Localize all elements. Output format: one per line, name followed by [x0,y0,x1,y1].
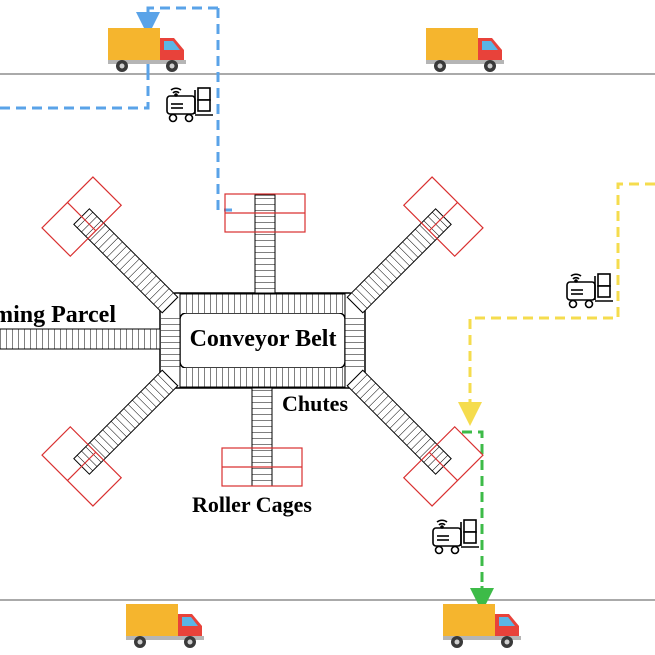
chute-top [224,193,306,294]
chute-bottom-left [41,369,179,507]
chute-bottom [221,387,303,487]
chute-top-right [346,176,484,314]
chutes-label: Chutes [282,391,348,416]
chute-top-left [41,176,179,314]
forklift-agv-icon [432,519,480,555]
chute-bottom-right [346,369,484,507]
delivery-truck-icon [426,28,504,72]
conveyor-belt-label: Conveyor Belt [190,326,337,352]
route-green [462,430,484,596]
route-yellow [468,182,655,410]
forklift-agv-icon [166,87,214,123]
roller-cages-label: Roller Cages [192,492,312,517]
incoming-parcel-label: Incoming Parcel [0,302,116,328]
incoming-belt [0,328,161,350]
delivery-truck-icon [443,604,521,648]
forklift-agv-icon [566,273,614,309]
delivery-truck-icon [126,604,204,648]
